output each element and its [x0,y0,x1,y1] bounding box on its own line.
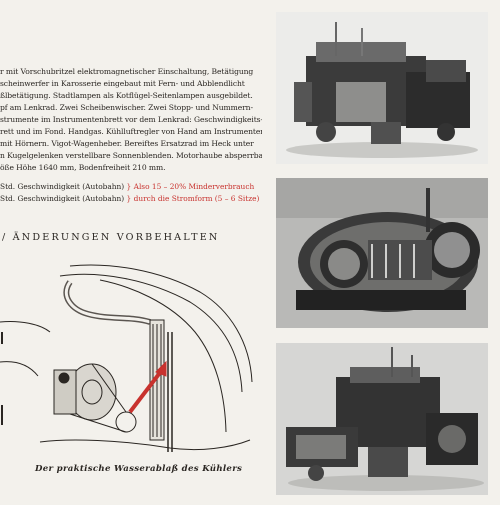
brace: } [126,182,134,191]
speed-label: Std. Geschwindigkeit (Autobahn) [0,182,125,191]
engine-transmission-photo [276,343,488,495]
spec-line: öße Höhe 1640 mm, Bodenfreiheit 210 mm. [0,163,166,172]
gearbox-cutaway-photo [276,178,488,328]
spec-line: mit Hörnern. Vigot-Wagenheber. Bereiftes… [0,139,254,148]
brace: } [126,193,134,203]
spec-line: n Kugelgelenken verstellbare Sonnenblend… [0,151,262,160]
figure-caption: Der praktische Wasserablaß des Kühlers [35,464,243,474]
speed-row: Std. Geschwindigkeit (Autobahn) } durch … [0,193,262,205]
spec-line: strumente im Instrumentenbrett vor dem L… [0,115,262,124]
margin-mark [1,332,3,344]
speed-consumption-block: Std. Geschwindigkeit (Autobahn) } Also 1… [0,181,262,204]
spec-line: r mit Vorschubritzel elektromagnetischer… [0,67,254,76]
speed-row: Std. Geschwindigkeit (Autobahn) } Also 1… [0,181,262,193]
margin-mark [1,405,3,425]
spec-line: ßlbetätigung. Stadtlampen als Kotflügel-… [0,91,253,100]
spec-line: scheinwerfer in Karosserie eingebaut mit… [0,79,245,88]
speed-label: Std. Geschwindigkeit (Autobahn) [0,193,125,203]
spec-line: pf am Lenkrad. Zwei Scheibenwischer. Zwe… [0,103,253,112]
section-heading: / ÄNDERUNGEN VORBEHALTEN [2,232,220,243]
speed-note: durch die Stromform (5 – 6 Sitze) [133,193,260,203]
spec-line: rett und im Fond. Handgas. Kühlluftregle… [0,127,262,136]
engine-photo [276,12,488,164]
specification-text: r mit Vorschubritzel elektromagnetischer… [0,66,262,174]
speed-note: Also 15 – 20% Minderverbrauch [133,182,255,191]
radiator-drain-sketch [0,262,262,462]
